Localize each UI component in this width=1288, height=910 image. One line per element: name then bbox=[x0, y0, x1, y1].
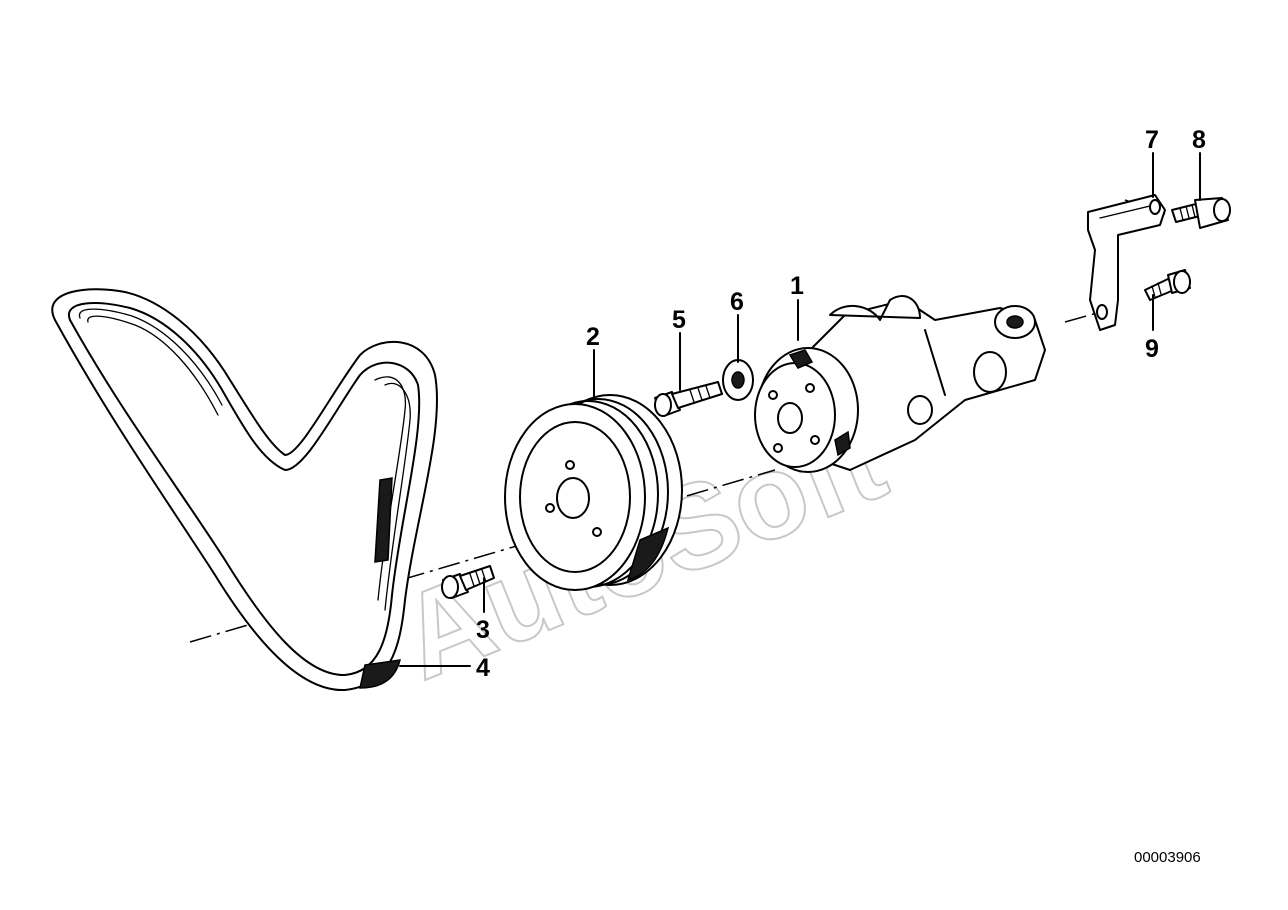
callout-4: 4 bbox=[476, 654, 490, 682]
document-number: 00003906 bbox=[1134, 849, 1201, 866]
callout-2: 2 bbox=[586, 323, 600, 351]
callout-labels: 1 2 3 4 5 6 7 8 9 bbox=[476, 126, 1206, 682]
callout-3: 3 bbox=[476, 616, 490, 644]
ribbed-v-belt bbox=[51, 288, 438, 692]
pulley-bolt bbox=[441, 565, 495, 599]
leader-lines bbox=[399, 152, 1201, 667]
power-steering-pump bbox=[754, 295, 1046, 473]
pulley bbox=[504, 394, 683, 591]
callout-9: 9 bbox=[1145, 335, 1159, 363]
callout-8: 8 bbox=[1192, 126, 1206, 154]
mounting-bracket bbox=[1087, 194, 1166, 331]
callout-1: 1 bbox=[790, 272, 804, 300]
bracket-bolt-upper bbox=[1171, 197, 1231, 229]
callout-5: 5 bbox=[672, 306, 686, 334]
callout-6: 6 bbox=[730, 288, 744, 316]
pump-bolt bbox=[654, 381, 723, 417]
bracket-bolt-lower bbox=[1144, 269, 1191, 301]
washer bbox=[722, 359, 754, 401]
callout-7: 7 bbox=[1145, 126, 1159, 154]
